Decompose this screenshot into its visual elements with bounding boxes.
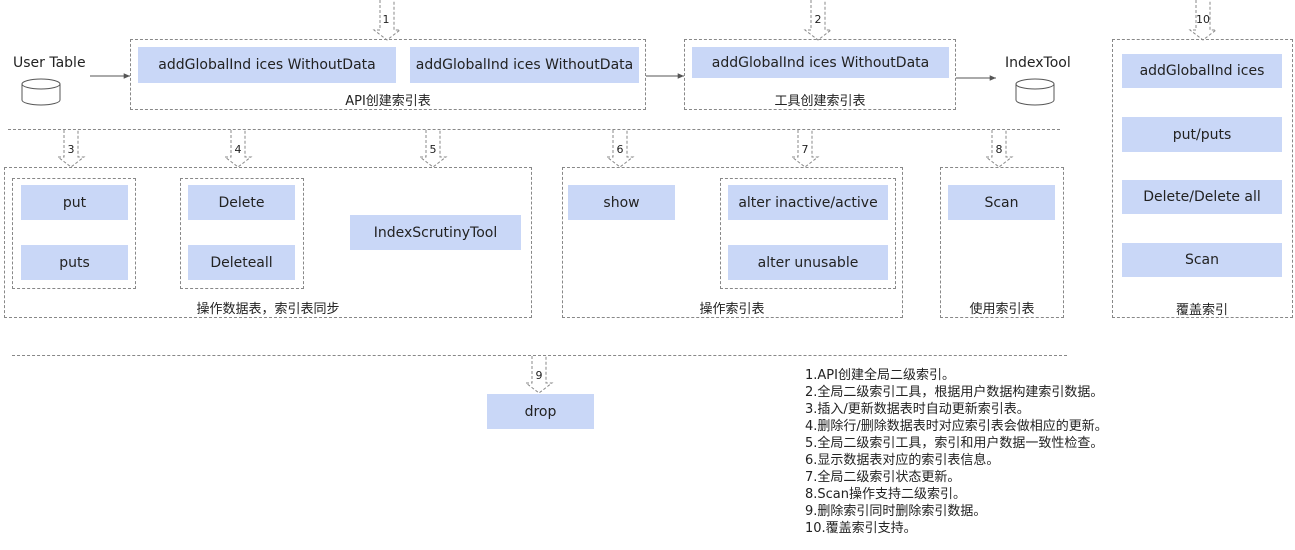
notes-list: 1.API创建全局二级索引。 2.全局二级索引工具，根据用户数据构建索引数据。 … [805, 367, 1108, 537]
note-item: 6.显示数据表对应的索引表信息。 [805, 453, 1000, 468]
show-box: show [568, 185, 675, 220]
step-arrow [524, 356, 554, 394]
use-index-group [940, 167, 1064, 318]
delete-subgroup [180, 178, 304, 289]
delete-box: Delete [188, 185, 295, 220]
step-number-9: 9 [535, 369, 543, 382]
step-arrow [372, 0, 402, 41]
database-icon [21, 78, 61, 106]
step-arrow [984, 130, 1014, 168]
index-ops-group-title: 操作索引表 [699, 302, 765, 317]
step-number-6: 6 [616, 143, 624, 156]
user-table-label: User Table [13, 55, 86, 71]
deleteall-box: Deleteall [188, 245, 295, 280]
cover-put-puts-box: put/puts [1122, 117, 1282, 152]
step-arrow [223, 130, 253, 168]
index-scrutiny-tool-box: IndexScrutinyTool [350, 215, 521, 250]
use-group-title: 使用索引表 [969, 302, 1035, 317]
alter-subgroup [720, 178, 896, 289]
step-number-8: 8 [995, 143, 1003, 156]
puts-box: puts [21, 245, 128, 280]
note-item: 7.全局二级索引状态更新。 [805, 470, 961, 485]
step-number-5: 5 [429, 143, 437, 156]
index-tool-label: IndexTool [1005, 55, 1071, 71]
step-number-3: 3 [67, 143, 75, 156]
drop-box: drop [487, 394, 594, 429]
scan-box: Scan [948, 185, 1055, 220]
note-item: 5.全局二级索引工具，索引和用户数据一致性检查。 [805, 436, 1104, 451]
alter-unusable-box: alter unusable [728, 245, 888, 280]
note-item: 4.删除行/删除数据表时对应索引表会做相应的更新。 [805, 419, 1108, 434]
step-arrow [418, 130, 448, 168]
step-number-4: 4 [234, 143, 242, 156]
step-number-10: 10 [1196, 13, 1210, 26]
step-number-2: 2 [814, 13, 822, 26]
separator-line [8, 129, 1060, 130]
put-subgroup [12, 178, 136, 289]
tool-create-index-group [684, 39, 956, 110]
step-arrow [1188, 0, 1218, 41]
cover-scan-box: Scan [1122, 243, 1282, 277]
api-add-global-indices-box-1: addGlobalInd ices WithoutData [138, 47, 396, 83]
alter-inactive-active-box: alter inactive/active [728, 185, 888, 220]
api-add-global-indices-box-2: addGlobalInd ices WithoutData [410, 47, 639, 83]
cover-delete-box: Delete/Delete all [1122, 180, 1282, 214]
step-number-7: 7 [801, 143, 809, 156]
separator-line [12, 355, 1067, 356]
cover-index-group [1112, 39, 1293, 318]
note-item: 2.全局二级索引工具，根据用户数据构建索引数据。 [805, 385, 1104, 400]
tool-add-global-indices-box: addGlobalInd ices WithoutData [692, 47, 949, 78]
api-create-index-group [130, 39, 646, 110]
note-item: 1.API创建全局二级索引。 [805, 368, 955, 383]
data-group-title: 操作数据表，索引表同步 [196, 302, 340, 317]
step-arrow [56, 130, 86, 168]
cover-group-title: 覆盖索引 [1175, 303, 1229, 318]
note-item: 10.覆盖索引支持。 [805, 521, 917, 536]
data-table-sync-group [4, 167, 532, 318]
step-arrow [790, 130, 820, 168]
note-item: 8.Scan操作支持二级索引。 [805, 487, 967, 502]
step-arrow [605, 130, 635, 168]
cover-add-global-indices-box: addGlobalInd ices [1122, 54, 1282, 88]
note-item: 3.插入/更新数据表时自动更新索引表。 [805, 402, 1030, 417]
step-arrow [803, 0, 833, 41]
api-group-title: API创建索引表 [345, 94, 431, 109]
put-box: put [21, 185, 128, 220]
note-item: 9.删除索引同时删除索引数据。 [805, 504, 987, 519]
database-icon [1015, 78, 1055, 106]
tool-group-title: 工具创建索引表 [774, 94, 866, 109]
step-number-1: 1 [382, 13, 390, 26]
index-table-ops-group [562, 167, 903, 318]
